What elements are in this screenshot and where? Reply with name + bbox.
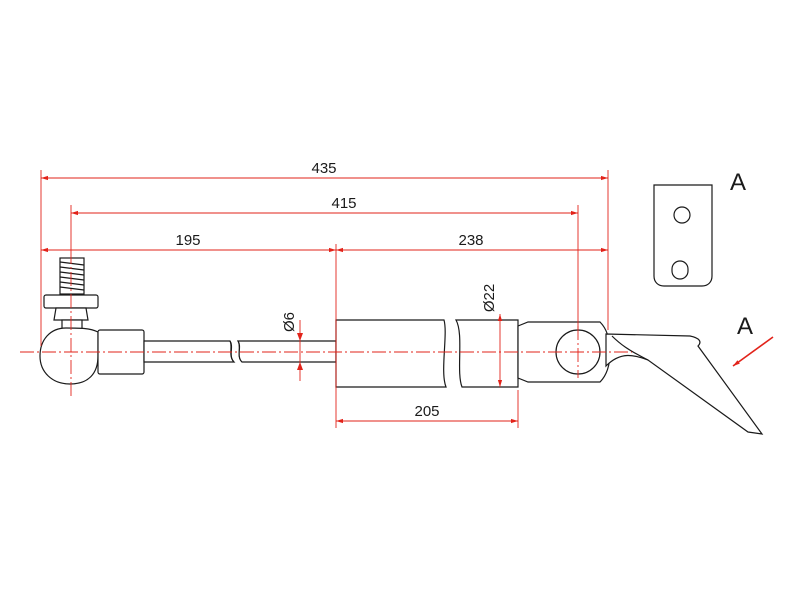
cylinder-body-right [454,319,519,388]
label-rod-diameter: Ø6 [281,312,298,332]
dimension-lines [40,170,774,428]
dimension-labels: 435 415 195 238 205 Ø6 Ø22 A A [175,160,753,420]
gas-spring-part [39,184,764,435]
threaded-stud [59,257,85,295]
detail-view-bracket [653,184,713,287]
detail-view-label: A [730,169,746,196]
view-arrow [732,336,774,367]
label-238: 238 [458,232,483,249]
label-435: 435 [311,160,336,177]
socket-neck [53,307,89,321]
angled-bracket [605,333,764,435]
ball-socket [39,327,99,385]
view-arrow-label: A [737,313,753,340]
label-415: 415 [331,195,356,212]
detail-round-hole [673,206,691,224]
label-205: 205 [414,403,439,420]
label-cylinder-diameter: Ø22 [481,284,498,312]
centerlines [20,250,632,398]
piston-rod-right [236,340,337,363]
piston-rod-left [143,340,236,363]
cylinder-body-left [335,319,447,388]
label-195: 195 [175,232,200,249]
detail-slot-hole [671,260,689,280]
